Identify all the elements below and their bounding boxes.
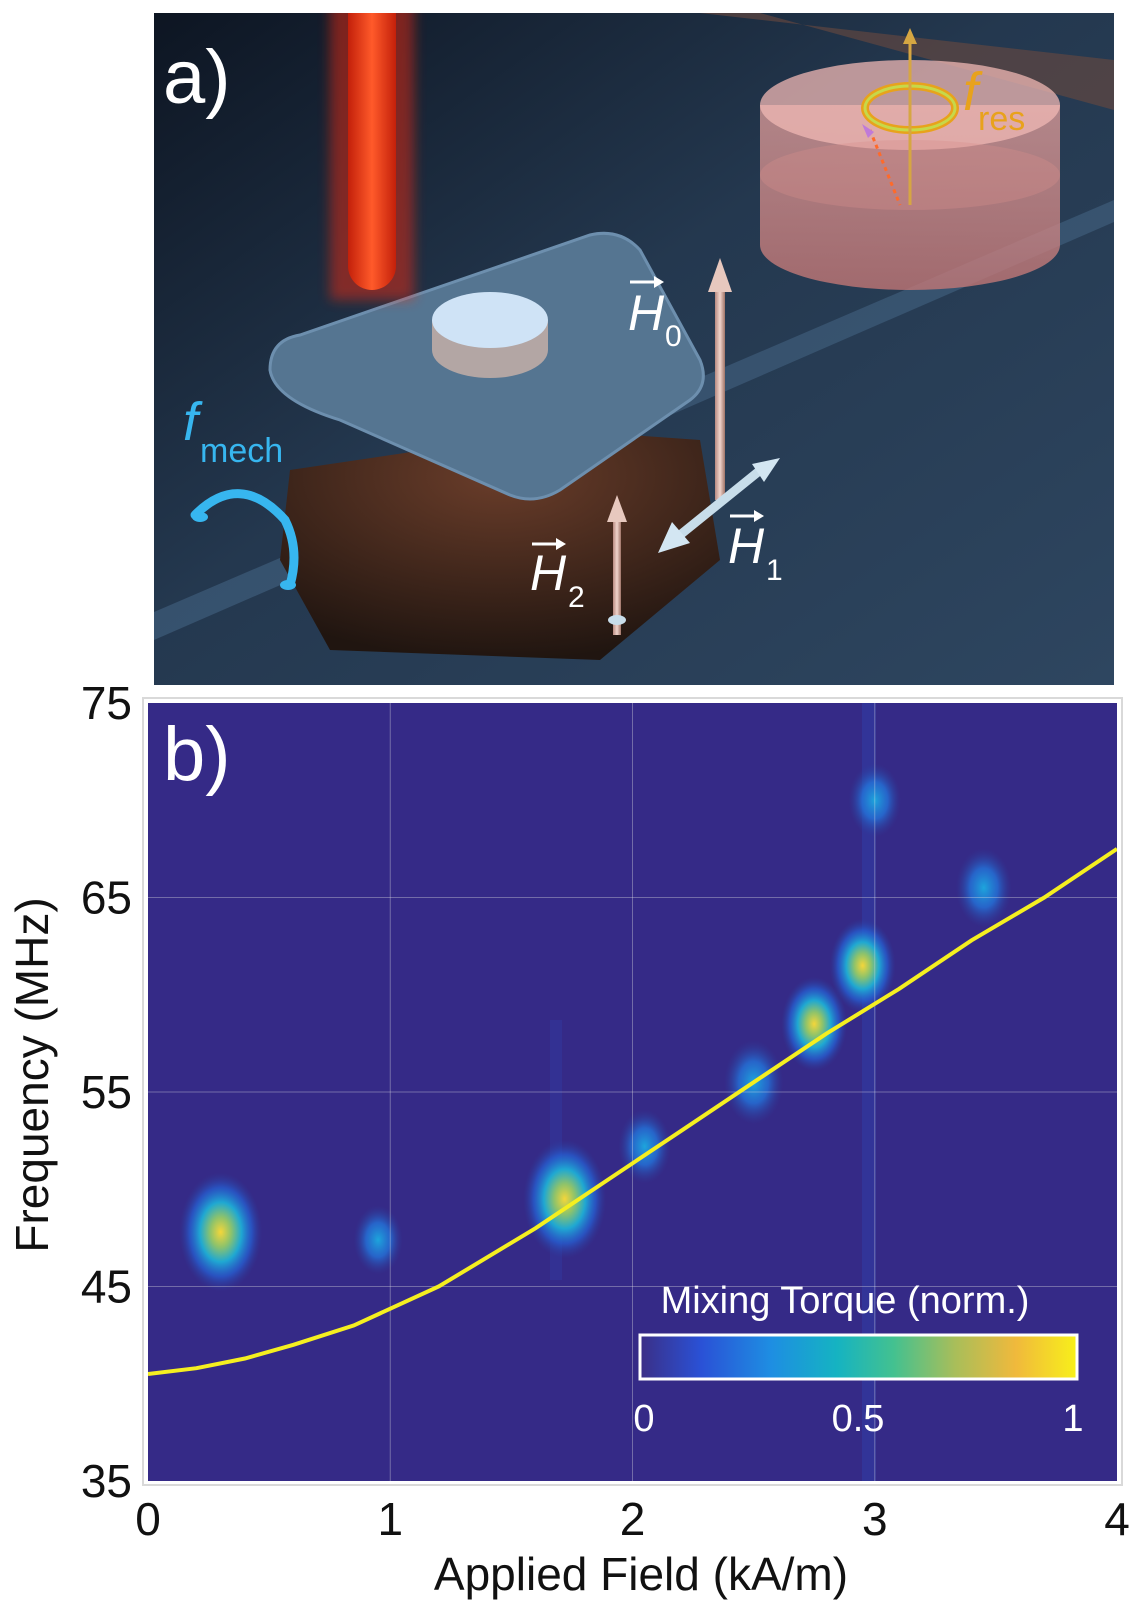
- colorbar-tick-0: 0: [633, 1398, 654, 1440]
- heatmap-hotspot: [618, 1109, 671, 1184]
- copper-lead: [700, 13, 1114, 110]
- mechanical-rotation-arrow: [190, 489, 299, 590]
- svg-text:0: 0: [665, 320, 682, 353]
- x-tick-label: 0: [135, 1493, 161, 1545]
- y-tick-label: 75: [81, 677, 132, 729]
- rotation-arrow-tail: [192, 512, 208, 522]
- y-tick-label: 35: [81, 1455, 132, 1507]
- h0-label: H 0: [628, 276, 682, 353]
- heatmap-hotspot: [955, 848, 1012, 928]
- svg-text:2: 2: [568, 581, 585, 614]
- heatmap-hotspot: [353, 1205, 403, 1275]
- svg-text:res: res: [978, 100, 1025, 138]
- rotation-arrow-head: [280, 580, 296, 590]
- colorbar-title: Mixing Torque (norm.): [661, 1280, 1030, 1322]
- y-axis-label: Frequency (MHz): [6, 897, 58, 1252]
- heatmap-hotspot: [829, 918, 896, 1013]
- x-tick-label: 1: [377, 1493, 403, 1545]
- svg-text:H: H: [628, 285, 665, 341]
- x-tick-label: 4: [1104, 1493, 1130, 1545]
- x-tick-label: 2: [620, 1493, 646, 1545]
- laser-beam: [348, 13, 396, 290]
- heatmap-hotspot: [179, 1172, 263, 1292]
- precession-vector-head: [862, 124, 874, 138]
- precession-axis-arrowhead: [903, 28, 917, 44]
- colorbar-tick-0-5: 0.5: [832, 1398, 885, 1440]
- svg-text:f: f: [963, 62, 983, 122]
- heatmap-hotspot: [781, 976, 848, 1071]
- h2-label: H 2: [530, 538, 585, 614]
- heatmap-hotspot: [848, 763, 901, 838]
- colorbar: Mixing Torque (norm.) 0 0.5 1: [633, 1280, 1083, 1440]
- f-mech-label: f mech: [183, 392, 283, 470]
- x-axis-label: Applied Field (kA/m): [434, 1548, 848, 1600]
- heatmap-hotspot: [523, 1139, 607, 1259]
- panel-a-label: a): [163, 35, 231, 120]
- svg-text:H: H: [530, 545, 567, 601]
- panel-b-label: b): [163, 712, 231, 797]
- y-tick-label: 45: [81, 1261, 132, 1313]
- x-tick-labels: 0 1 2 3 4: [135, 1493, 1130, 1545]
- svg-text:mech: mech: [200, 432, 283, 470]
- panel-b-chart: 0 1 2 3 4 35 45 55 65 75 Applied Field (kA/m) Fr…: [6, 677, 1130, 1600]
- y-tick-label: 55: [81, 1066, 132, 1118]
- heatmap-streak: [862, 703, 876, 1481]
- etched-pit: [280, 430, 720, 660]
- h1-arrow: [658, 458, 780, 553]
- fit-line: [148, 847, 1117, 1376]
- panel-a-illustration: a) f mech f res H 0 H 1 H 2: [154, 13, 1114, 685]
- colorbar-gradient: [638, 1333, 1079, 1381]
- y-tick-labels: 35 45 55 65 75: [81, 677, 132, 1507]
- y-tick-label: 65: [81, 872, 132, 924]
- heatmap-hotspots: [179, 763, 1012, 1292]
- h0-arrow: [708, 258, 732, 500]
- x-tick-label: 3: [862, 1493, 888, 1545]
- h1-label: H 1: [728, 510, 783, 587]
- precession-vector: [868, 129, 902, 206]
- h2-arrow: [607, 495, 627, 635]
- svg-text:1: 1: [766, 554, 783, 587]
- magnetic-disk-top: [432, 292, 548, 348]
- f-res-label: f res: [963, 62, 1025, 138]
- svg-text:f: f: [183, 392, 203, 452]
- svg-text:H: H: [728, 518, 765, 574]
- colorbar-tick-1: 1: [1062, 1398, 1083, 1440]
